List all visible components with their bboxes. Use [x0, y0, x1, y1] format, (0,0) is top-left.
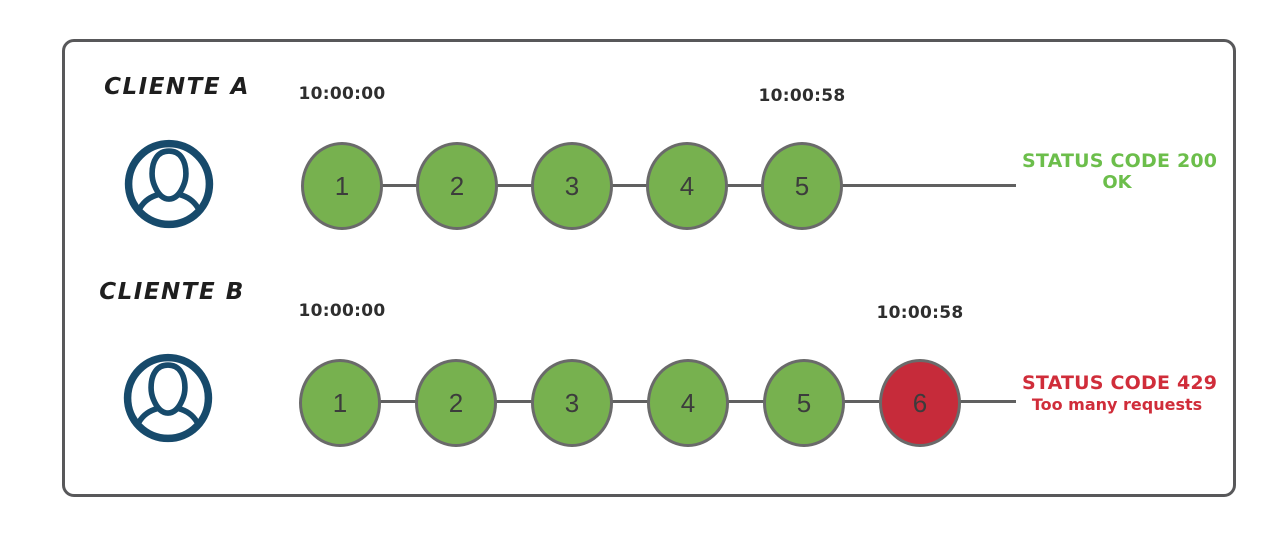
row-b-status: STATUS CODE 429 Too many requests	[1022, 372, 1218, 416]
row-a-request-4: 4	[646, 142, 728, 230]
client-a-label: CLIENTE A	[104, 74, 250, 100]
row-b-status-code: STATUS CODE 429	[1022, 372, 1218, 394]
row-a-request-2: 2	[416, 142, 498, 230]
row-a-request-1: 1	[301, 142, 383, 230]
row-a-start-time: 10:00:00	[298, 84, 386, 104]
row-b-request-3: 3	[531, 359, 613, 447]
row-a-status-message: OK	[1102, 172, 1132, 193]
client-a-avatar	[122, 137, 216, 231]
row-b-request-5: 5	[763, 359, 845, 447]
row-a-request-5: 5	[761, 142, 843, 230]
row-b-request-6-blocked: 6	[879, 359, 961, 447]
client-b-label: CLIENTE B	[99, 279, 245, 305]
row-b-request-4: 4	[647, 359, 729, 447]
row-a-status-code: STATUS CODE 200	[1022, 150, 1218, 172]
client-b-avatar	[121, 351, 215, 445]
row-b-request-2: 2	[415, 359, 497, 447]
user-icon	[123, 353, 213, 443]
row-a-end-time: 10:00:58	[758, 86, 846, 106]
row-b-status-message: Too many requests	[1031, 395, 1203, 414]
row-a-status: STATUS CODE 200 OK	[1022, 150, 1218, 194]
row-b-request-1: 1	[299, 359, 381, 447]
row-a-request-3: 3	[531, 142, 613, 230]
row-b-start-time: 10:00:00	[298, 301, 386, 321]
user-icon	[124, 139, 214, 229]
diagram-frame	[62, 39, 1236, 497]
row-b-end-time: 10:00:58	[876, 303, 964, 323]
